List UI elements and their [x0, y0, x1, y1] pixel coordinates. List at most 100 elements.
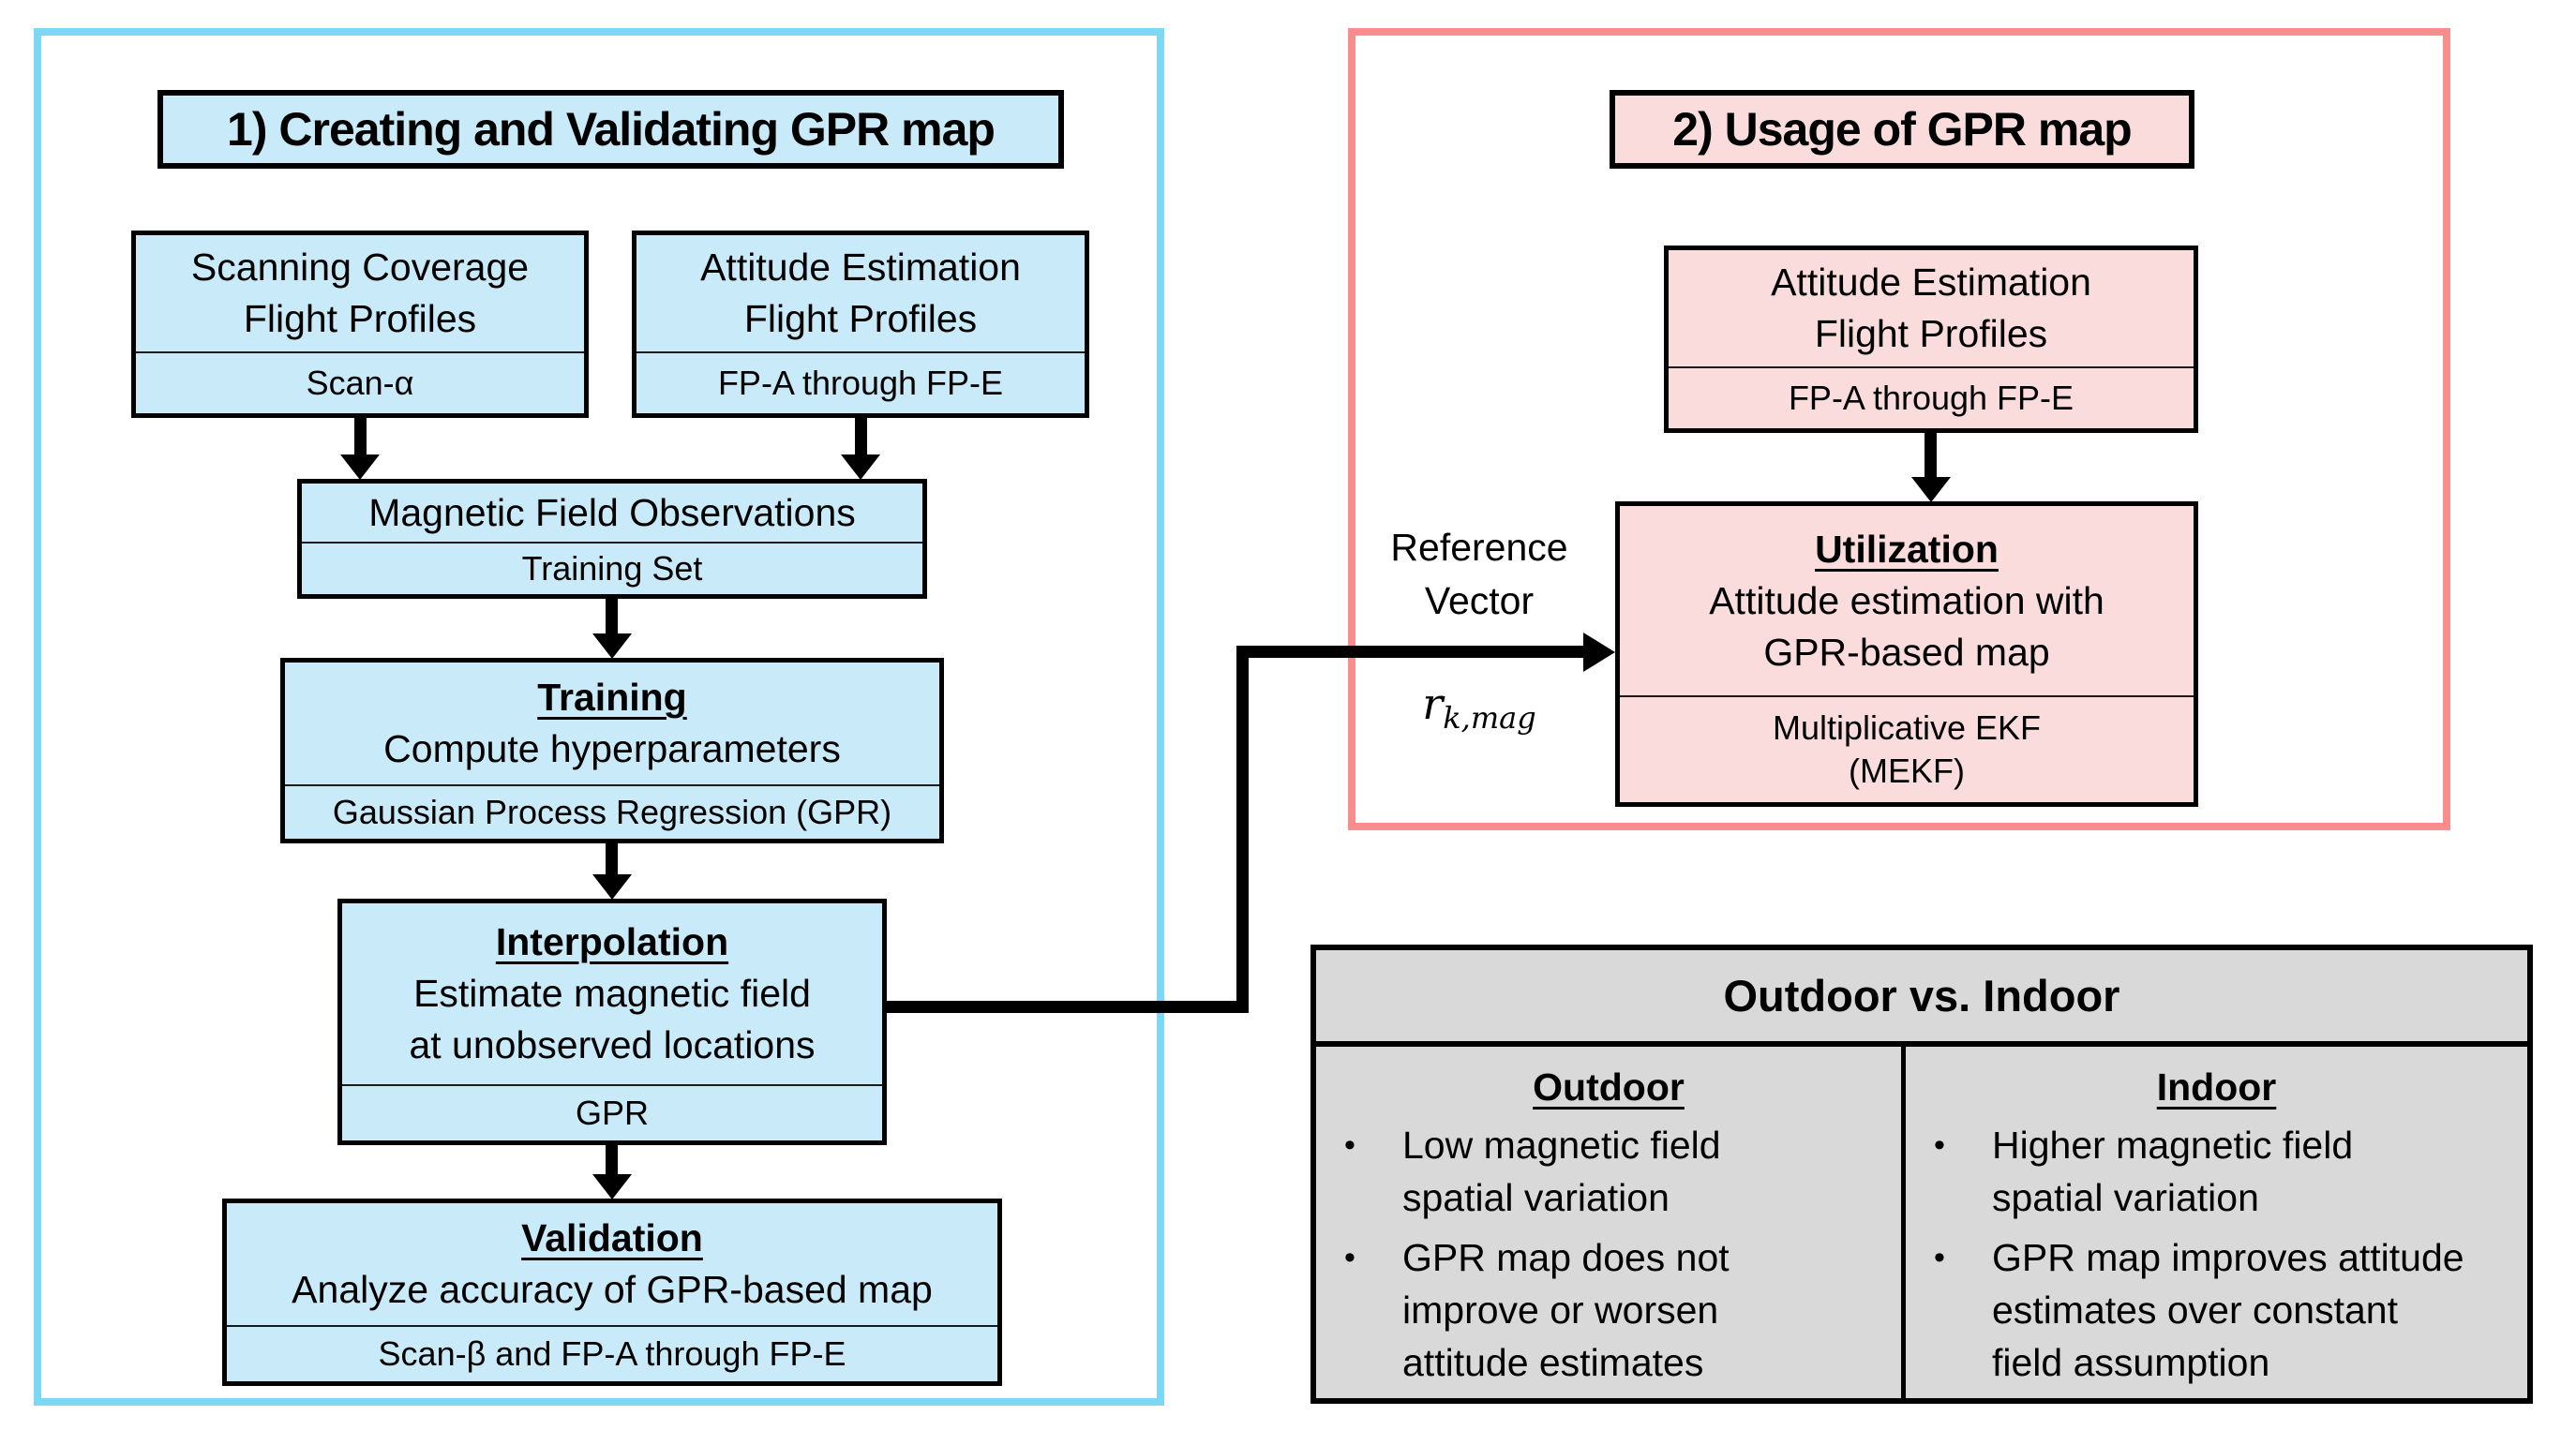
- box-attitude-right-sub: FP-A through FP-E: [1669, 366, 2194, 428]
- box-training-main: Training Compute hyperparameters: [285, 663, 939, 784]
- box-validation-sub: Scan-β and FP-A through FP-E: [227, 1325, 997, 1381]
- indoor-heading-label: Indoor: [2156, 1065, 2277, 1109]
- utilization-sub1: Multiplicative EKF: [1772, 708, 2042, 747]
- reference-vector-symbol: rk,mag: [1357, 678, 1601, 736]
- interpolation-sub-label: GPR: [575, 1094, 649, 1132]
- training-body: Compute hyperparameters: [383, 727, 841, 770]
- bullet-text: Low magnetic field spatial variation: [1402, 1119, 1721, 1224]
- interpolation-body1: Estimate magnetic field: [413, 972, 811, 1015]
- reference-vector-label: Reference Vector: [1357, 521, 1601, 628]
- arrow-attitude-to-utilization: [1925, 433, 1937, 478]
- box-attitude-profiles-right: Attitude Estimation Flight Profiles FP-A…: [1664, 246, 2198, 433]
- bullet-line: spatial variation: [1402, 1176, 1670, 1219]
- bullet-line: attitude estimates: [1402, 1341, 1704, 1384]
- box-attitude-right-main: Attitude Estimation Flight Profiles: [1669, 250, 2194, 366]
- outdoor-bullet-list: • Low magnetic field spatial variation •…: [1316, 1119, 1901, 1389]
- bullet-text: Higher magnetic field spatial variation: [1992, 1119, 2353, 1224]
- panel1-title-label: 1) Creating and Validating GPR map: [227, 103, 996, 156]
- table-body: Outdoor • Low magnetic field spatial var…: [1316, 1047, 2527, 1398]
- bullet-icon: •: [1934, 1127, 1945, 1163]
- panel1-title: 1) Creating and Validating GPR map: [157, 90, 1064, 169]
- bullet-line: improve or worsen: [1402, 1289, 1719, 1332]
- bullet-text: GPR map does not improve or worsen attit…: [1402, 1231, 1730, 1389]
- arrowhead-reference-vector: [1583, 633, 1615, 672]
- validation-sub-label: Scan-β and FP-A through FP-E: [378, 1334, 846, 1373]
- outdoor-column-heading: Outdoor: [1316, 1065, 1901, 1110]
- bullet-line: GPR map does not: [1402, 1236, 1730, 1279]
- box-magfield-sub: Training Set: [302, 542, 922, 594]
- reference-symbol-var: r: [1422, 678, 1444, 729]
- box-interpolation: Interpolation Estimate magnetic field at…: [337, 899, 887, 1145]
- list-item: • GPR map does not improve or worsen att…: [1344, 1231, 1882, 1389]
- panel2-title: 2) Usage of GPR map: [1610, 90, 2194, 169]
- arrow-magfield-to-training: [606, 598, 618, 634]
- attitude-right-sub-label: FP-A through FP-E: [1788, 379, 2074, 417]
- bullet-line: Low magnetic field: [1402, 1124, 1721, 1167]
- attitude-right-line1: Attitude Estimation: [1771, 261, 2091, 304]
- bullet-line: GPR map improves attitude: [1992, 1236, 2464, 1279]
- table-column-outdoor: Outdoor • Low magnetic field spatial var…: [1316, 1047, 1906, 1398]
- box-interpolation-main: Interpolation Estimate magnetic field at…: [342, 903, 882, 1084]
- list-item: • GPR map improves attitude estimates ov…: [1934, 1231, 2509, 1389]
- table-header: Outdoor vs. Indoor: [1316, 950, 2527, 1047]
- validation-body: Analyze accuracy of GPR-based map: [292, 1268, 933, 1311]
- arrowhead-magfield-to-training: [592, 633, 632, 659]
- box-magnetic-observations: Magnetic Field Observations Training Set: [297, 479, 927, 599]
- box-scanning-main: Scanning Coverage Flight Profiles: [136, 235, 584, 351]
- bullet-icon: •: [1934, 1240, 1945, 1275]
- box-attitude-profiles-left: Attitude Estimation Flight Profiles FP-A…: [632, 231, 1089, 418]
- utilization-body1: Attitude estimation with: [1709, 578, 2104, 622]
- reference-symbol-subscript: k,mag: [1443, 700, 1536, 737]
- table-column-indoor: Indoor • Higher magnetic field spatial v…: [1906, 1047, 2527, 1398]
- arrow-interpolation-to-validation: [606, 1145, 618, 1175]
- connector-to-utilization-horizontal: [1236, 646, 1583, 658]
- box-utilization: Utilization Attitude estimation with GPR…: [1615, 501, 2198, 807]
- box-validation-main: Validation Analyze accuracy of GPR-based…: [227, 1203, 997, 1325]
- training-heading: Training: [537, 676, 687, 719]
- bullet-line: spatial variation: [1992, 1176, 2259, 1219]
- utilization-body2: GPR-based map: [1763, 630, 2050, 674]
- box-interpolation-sub: GPR: [342, 1084, 882, 1140]
- bullet-icon: •: [1344, 1127, 1355, 1163]
- attitude-right-line2: Flight Profiles: [1814, 312, 2048, 355]
- arrow-attitude-to-magfield: [855, 417, 867, 455]
- bullet-line: Higher magnetic field: [1992, 1124, 2354, 1167]
- list-item: • Low magnetic field spatial variation: [1344, 1119, 1882, 1224]
- reference-label-line2: Vector: [1424, 579, 1535, 622]
- validation-heading: Validation: [521, 1216, 703, 1259]
- arrowhead-training-to-interpolation: [592, 874, 632, 900]
- table-title: Outdoor vs. Indoor: [1723, 971, 2120, 1020]
- box-validation: Validation Analyze accuracy of GPR-based…: [222, 1199, 1002, 1386]
- arrowhead-scanning-to-magfield: [340, 454, 380, 480]
- interpolation-heading: Interpolation: [495, 920, 729, 963]
- utilization-heading: Utilization: [1815, 527, 1999, 571]
- arrow-training-to-interpolation: [606, 843, 618, 875]
- box-utilization-sub: Multiplicative EKF (MEKF): [1620, 695, 2194, 802]
- bullet-line: estimates over constant: [1992, 1289, 2398, 1332]
- outdoor-heading-label: Outdoor: [1533, 1065, 1685, 1109]
- panel-creating-validating-outline: [34, 28, 1164, 1406]
- panel2-title-label: 2) Usage of GPR map: [1672, 103, 2132, 156]
- magfield-title: Magnetic Field Observations: [368, 490, 856, 534]
- arrowhead-attitude-to-utilization: [1911, 477, 1951, 502]
- scanning-line1: Scanning Coverage: [190, 246, 530, 289]
- magfield-sub-label: Training Set: [521, 549, 703, 588]
- list-item: • Higher magnetic field spatial variatio…: [1934, 1119, 2509, 1224]
- scanning-line2: Flight Profiles: [243, 297, 477, 340]
- box-scanning-coverage: Scanning Coverage Flight Profiles Scan-α: [131, 231, 589, 418]
- training-sub-label: Gaussian Process Regression (GPR): [332, 793, 892, 831]
- attitude-left-sub-label: FP-A through FP-E: [717, 364, 1004, 402]
- bullet-icon: •: [1344, 1240, 1355, 1275]
- attitude-left-line2: Flight Profiles: [743, 297, 978, 340]
- attitude-left-line1: Attitude Estimation: [700, 246, 1021, 289]
- outdoor-indoor-table: Outdoor vs. Indoor Outdoor • Low magneti…: [1310, 945, 2533, 1404]
- scanning-sub-label: Scan-α: [306, 364, 414, 402]
- connector-interpolation-horizontal: [887, 1001, 1249, 1013]
- box-attitude-left-sub: FP-A through FP-E: [637, 351, 1085, 413]
- indoor-column-heading: Indoor: [1906, 1065, 2527, 1110]
- box-training-sub: Gaussian Process Regression (GPR): [285, 784, 939, 839]
- interpolation-body2: at unobserved locations: [409, 1023, 816, 1066]
- box-magfield-main: Magnetic Field Observations: [302, 484, 922, 542]
- box-utilization-main: Utilization Attitude estimation with GPR…: [1620, 506, 2194, 695]
